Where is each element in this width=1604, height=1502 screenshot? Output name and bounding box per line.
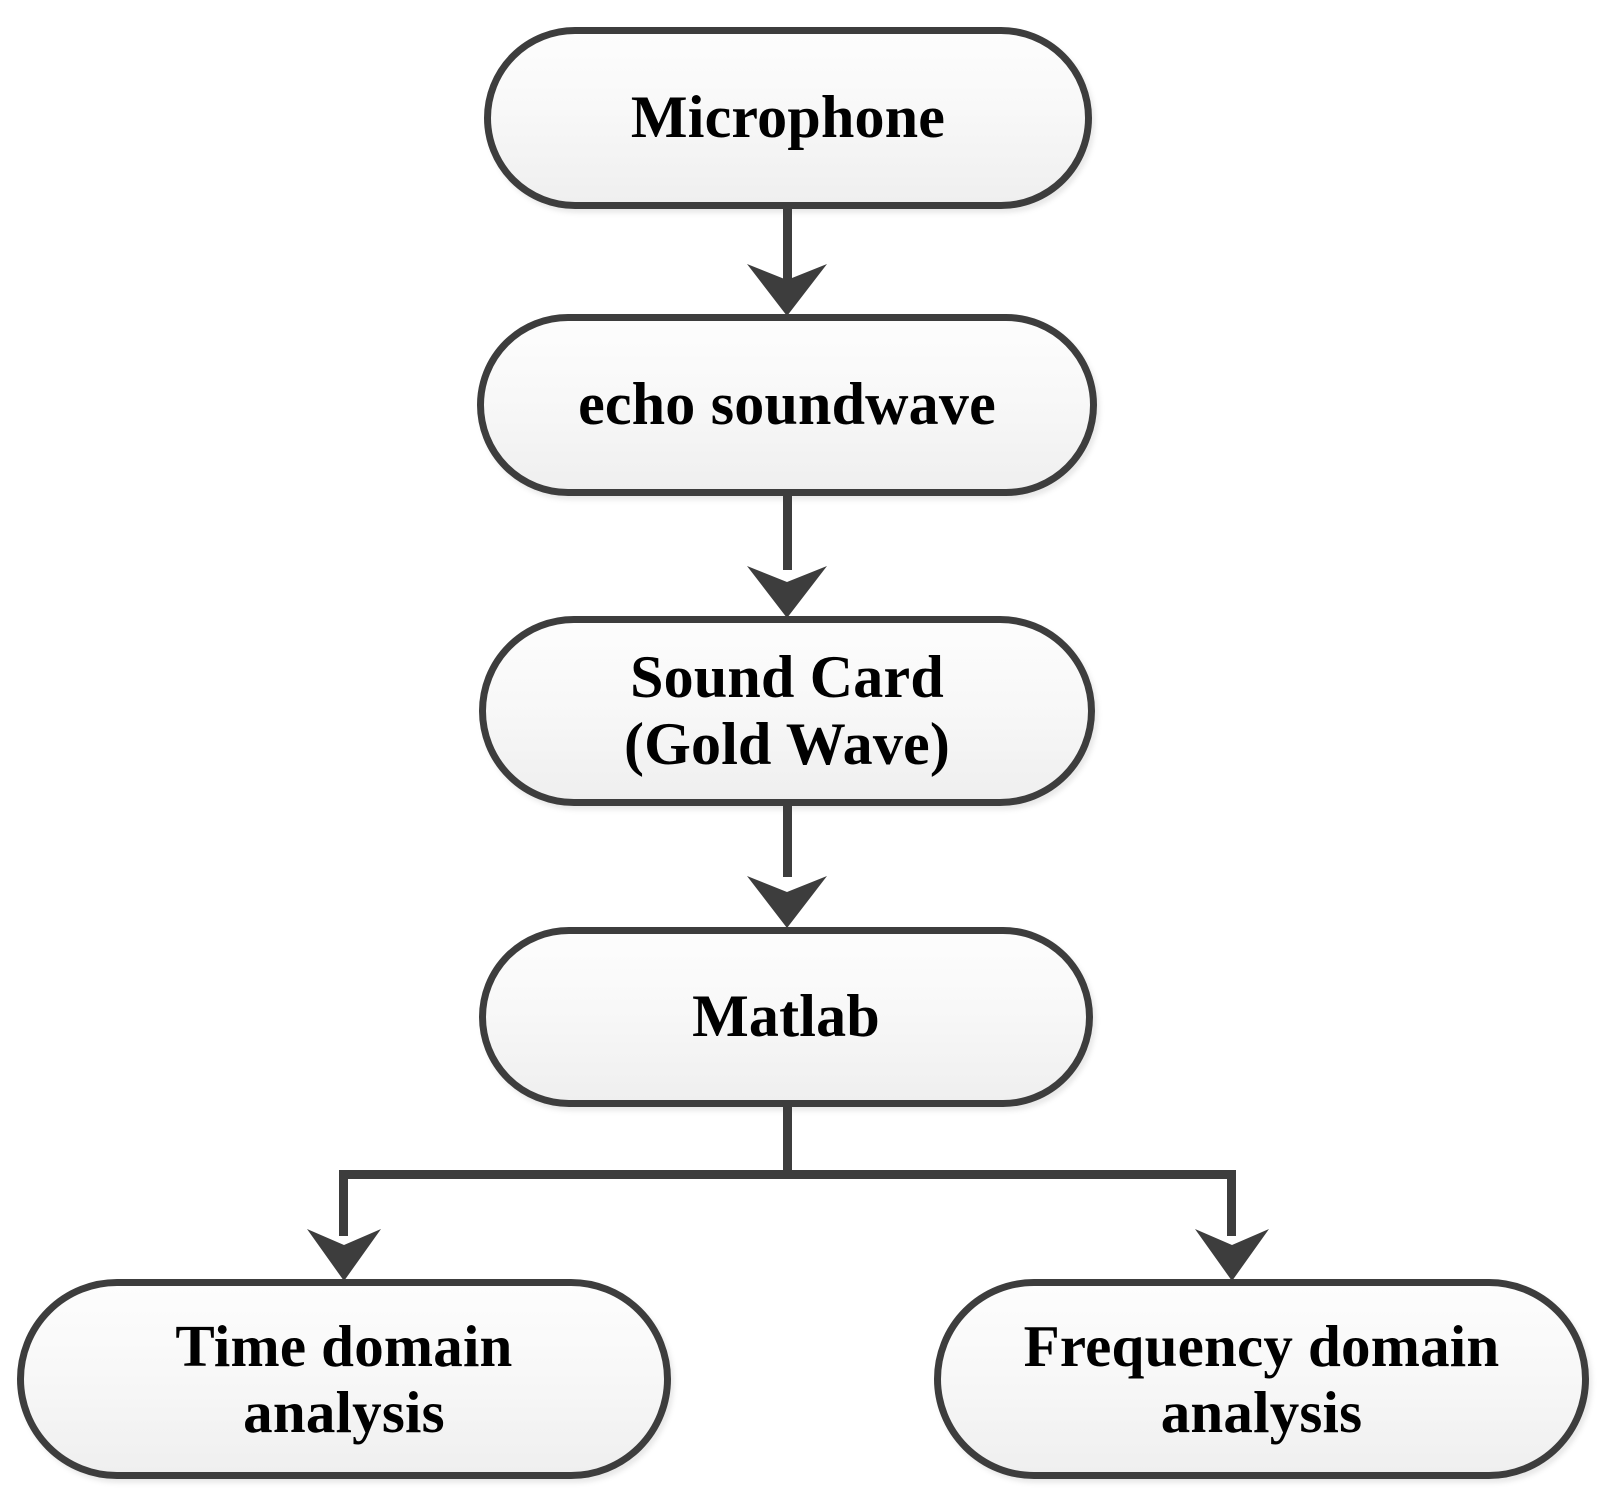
node-echo-soundwave-label: echo soundwave bbox=[578, 371, 996, 438]
node-sound-card[interactable]: Sound Card (Gold Wave) bbox=[479, 616, 1095, 806]
node-sound-card-label: Sound Card (Gold Wave) bbox=[623, 643, 951, 777]
edge-matlab-to-frequency-line bbox=[1227, 1170, 1236, 1236]
edge-soundcard-to-matlab-line bbox=[783, 805, 792, 877]
node-microphone[interactable]: Microphone bbox=[484, 27, 1092, 209]
node-frequency-domain-analysis-label: Frequency domain analysis bbox=[1023, 1312, 1500, 1445]
node-matlab[interactable]: Matlab bbox=[479, 927, 1093, 1107]
node-microphone-label: Microphone bbox=[630, 84, 946, 151]
node-echo-soundwave[interactable]: echo soundwave bbox=[477, 314, 1097, 496]
node-frequency-domain-analysis[interactable]: Frequency domain analysis bbox=[934, 1279, 1589, 1479]
node-time-domain-analysis[interactable]: Time domain analysis bbox=[17, 1279, 671, 1479]
edge-matlab-branch-stem bbox=[783, 1105, 792, 1179]
node-time-domain-analysis-label: Time domain analysis bbox=[175, 1312, 513, 1445]
edge-matlab-to-time-line bbox=[339, 1170, 348, 1236]
edge-matlab-branch-bar bbox=[339, 1170, 1236, 1179]
edge-echo-to-soundcard-line bbox=[783, 495, 792, 570]
node-matlab-label: Matlab bbox=[692, 983, 880, 1050]
edge-microphone-to-echo-line bbox=[783, 208, 792, 280]
